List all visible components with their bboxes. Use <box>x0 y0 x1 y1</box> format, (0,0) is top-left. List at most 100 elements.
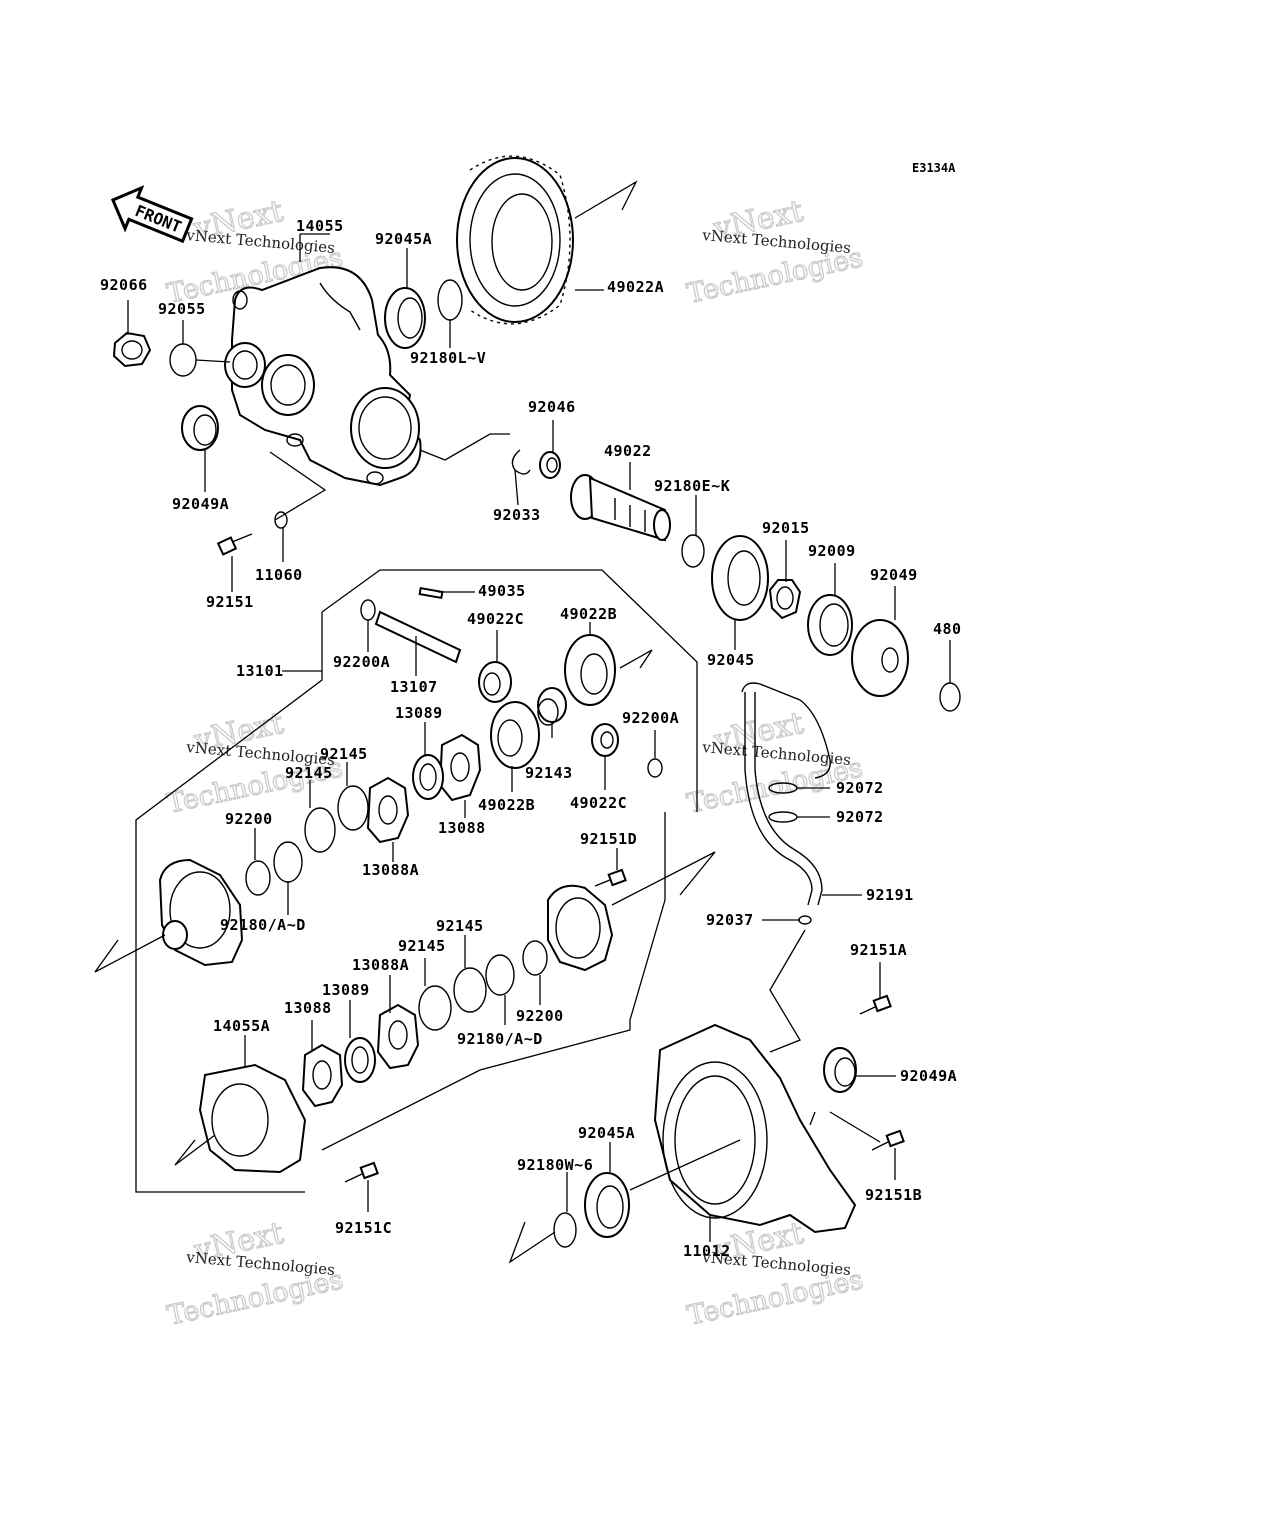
drain-plug-92066 <box>112 331 152 368</box>
bolt-92151A <box>859 994 892 1015</box>
label-13088-top: 13088 <box>438 819 486 837</box>
oil-seal-92049A-top <box>181 405 219 451</box>
shaft-13107 <box>374 610 462 664</box>
shim-92180W-6 <box>553 1212 577 1248</box>
circlip-480 <box>939 682 961 712</box>
label-13107: 13107 <box>390 678 438 696</box>
bolt-92151B <box>871 1129 905 1151</box>
label-92180L-V: 92180L~V <box>410 349 486 367</box>
plate-13088-top <box>438 733 482 802</box>
label-49022C-bottom: 49022C <box>570 794 627 812</box>
label-13088A-top: 13088A <box>362 861 419 879</box>
label-92049A-bottom: 92049A <box>900 1067 957 1085</box>
label-92015: 92015 <box>762 519 810 537</box>
leader-line <box>619 649 653 669</box>
label-49022B-bottom: 49022B <box>478 796 535 814</box>
label-92200-top: 92200 <box>225 810 273 828</box>
label-92151: 92151 <box>206 593 254 611</box>
label-14055A: 14055A <box>213 1017 270 1035</box>
label-480: 480 <box>933 620 962 638</box>
label-92045A-bottom: 92045A <box>578 1124 635 1142</box>
diagram-code: E3134A <box>912 161 956 175</box>
label-92151D: 92151D <box>580 830 637 848</box>
label-13088A-bottom: 13088A <box>352 956 409 974</box>
label-92200A-right: 92200A <box>622 709 679 727</box>
label-92180-a-d-bottom: 92180/A~D <box>457 1030 543 1048</box>
plate-13088A-top <box>366 776 410 844</box>
oil-seal-92049 <box>851 619 909 697</box>
label-92151C: 92151C <box>335 1219 392 1237</box>
disc-92145-a <box>337 785 369 831</box>
housing-14055A <box>198 1063 307 1174</box>
shim-92180-a-d-bottom <box>485 954 515 996</box>
shim-92180-a-d-top <box>273 841 303 883</box>
plate-13089-top <box>412 754 444 800</box>
needle-bearing-92046 <box>539 451 561 479</box>
label-92009: 92009 <box>808 542 856 560</box>
gear-case-11012 <box>653 1023 857 1234</box>
diff-frame-right <box>321 812 666 1151</box>
disc-92145-c <box>453 967 487 1013</box>
leader-line <box>94 934 166 973</box>
disc-92145-d <box>418 985 452 1031</box>
label-92180W-6: 92180W~6 <box>517 1156 593 1174</box>
label-92200-bottom: 92200 <box>516 1007 564 1025</box>
o-ring-92055 <box>169 343 197 377</box>
label-92151B: 92151B <box>865 1186 922 1204</box>
gear-case-cover-14055 <box>224 266 422 487</box>
label-49035: 49035 <box>478 582 526 600</box>
plate-13089-bottom <box>344 1037 376 1083</box>
label-92033: 92033 <box>493 506 541 524</box>
label-11060: 11060 <box>255 566 303 584</box>
bolt-92151 <box>216 533 253 556</box>
label-92145-a: 92145 <box>320 745 368 763</box>
diff-case-right-mid <box>547 884 614 972</box>
label-92180-a-d-top: 92180/A~D <box>220 916 306 934</box>
leader-lines <box>127 233 951 1242</box>
bolt-92151C <box>344 1161 379 1183</box>
label-92049A-top: 92049A <box>172 495 229 513</box>
nut-92015 <box>768 579 802 620</box>
leader-line <box>574 180 638 219</box>
bolt-92151D <box>594 868 627 887</box>
label-92151A: 92151A <box>850 941 907 959</box>
collar-92143 <box>537 687 567 726</box>
clamp-92037 <box>798 915 812 925</box>
washer-92200A-left <box>360 599 376 621</box>
plate-13088A-bottom <box>376 1003 420 1070</box>
label-13101: 13101 <box>236 662 284 680</box>
washer-92200A-right <box>647 758 663 778</box>
leader-line <box>508 1221 556 1264</box>
label-92072-a: 92072 <box>836 779 884 797</box>
bearing-92045A-top <box>384 287 426 349</box>
side-gear-49022B-top <box>564 634 616 706</box>
label-13089-bottom: 13089 <box>322 981 370 999</box>
shim-92180E-K <box>681 534 705 568</box>
label-92145-c: 92145 <box>436 917 484 935</box>
label-13089-top: 13089 <box>395 704 443 722</box>
plate-13088-bottom <box>301 1043 344 1108</box>
label-92045: 92045 <box>707 651 755 669</box>
label-92145-d: 92145 <box>398 937 446 955</box>
label-49022: 49022 <box>604 442 652 460</box>
label-92046: 92046 <box>528 398 576 416</box>
part-labels: 14055 92045A 49022A 92066 92055 92180L~V… <box>100 217 962 1260</box>
label-92200A-left: 92200A <box>333 653 390 671</box>
pinion-gear-49022C-bottom <box>591 723 619 757</box>
leader-line <box>174 1134 216 1166</box>
label-92145-b: 92145 <box>285 764 333 782</box>
side-gear-49022B-bottom <box>490 701 540 769</box>
label-92143: 92143 <box>525 764 573 782</box>
label-92037: 92037 <box>706 911 754 929</box>
label-92045A-top: 92045A <box>375 230 432 248</box>
label-11012: 11012 <box>683 1242 731 1260</box>
diff-case-left-upper <box>158 858 244 967</box>
pin-49035 <box>418 586 444 600</box>
label-13088-bottom: 13088 <box>284 999 332 1017</box>
shim-92200-bottom <box>522 940 548 976</box>
hose-92191-upper <box>741 682 831 779</box>
label-49022C-top: 49022C <box>467 610 524 628</box>
bearing-92045 <box>711 535 769 621</box>
